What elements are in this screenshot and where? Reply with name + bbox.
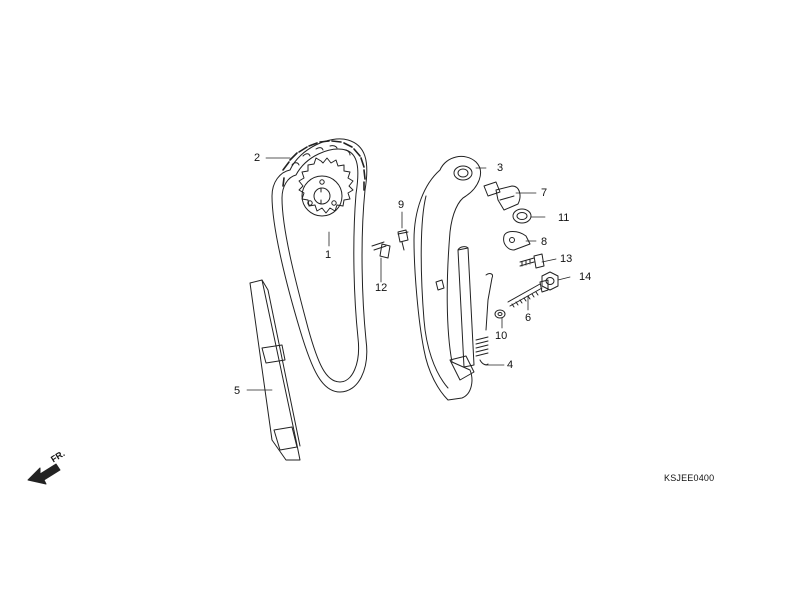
cam-chain-guide <box>249 279 301 461</box>
bolt-part-6 <box>507 279 549 308</box>
callout-13: 13 <box>560 253 573 265</box>
leader-lines <box>246 157 571 391</box>
callout-12: 12 <box>375 282 388 294</box>
callout-1: 1 <box>325 249 332 261</box>
callout-5: 5 <box>234 385 241 397</box>
tensioner-spring <box>475 273 493 366</box>
bolt-part-13 <box>519 253 545 269</box>
tensioner-slipper-arm <box>413 155 481 401</box>
stopper-plate-part-8 <box>503 231 531 251</box>
drawing-code: KSJEE0400 <box>664 473 715 483</box>
bolt-part-9 <box>397 229 409 251</box>
callout-6: 6 <box>525 312 532 324</box>
washer-part-10 <box>494 309 506 319</box>
callout-2: 2 <box>254 152 261 164</box>
callout-8: 8 <box>541 236 548 248</box>
bolt-part-7 <box>483 181 521 211</box>
callout-11: 11 <box>558 212 570 224</box>
cam-sprocket <box>298 157 354 217</box>
callout-10: 10 <box>495 330 508 342</box>
tensioner-rod <box>457 246 475 368</box>
bolt-part-12 <box>371 241 391 259</box>
o-ring-part-11 <box>512 208 532 224</box>
callout-4: 4 <box>507 359 514 371</box>
callout-9: 9 <box>398 199 405 211</box>
callout-7: 7 <box>541 187 548 199</box>
cam-chain <box>271 138 368 393</box>
front-arrow-icon <box>27 463 61 485</box>
callout-14: 14 <box>579 271 592 283</box>
callout-3: 3 <box>497 162 504 174</box>
